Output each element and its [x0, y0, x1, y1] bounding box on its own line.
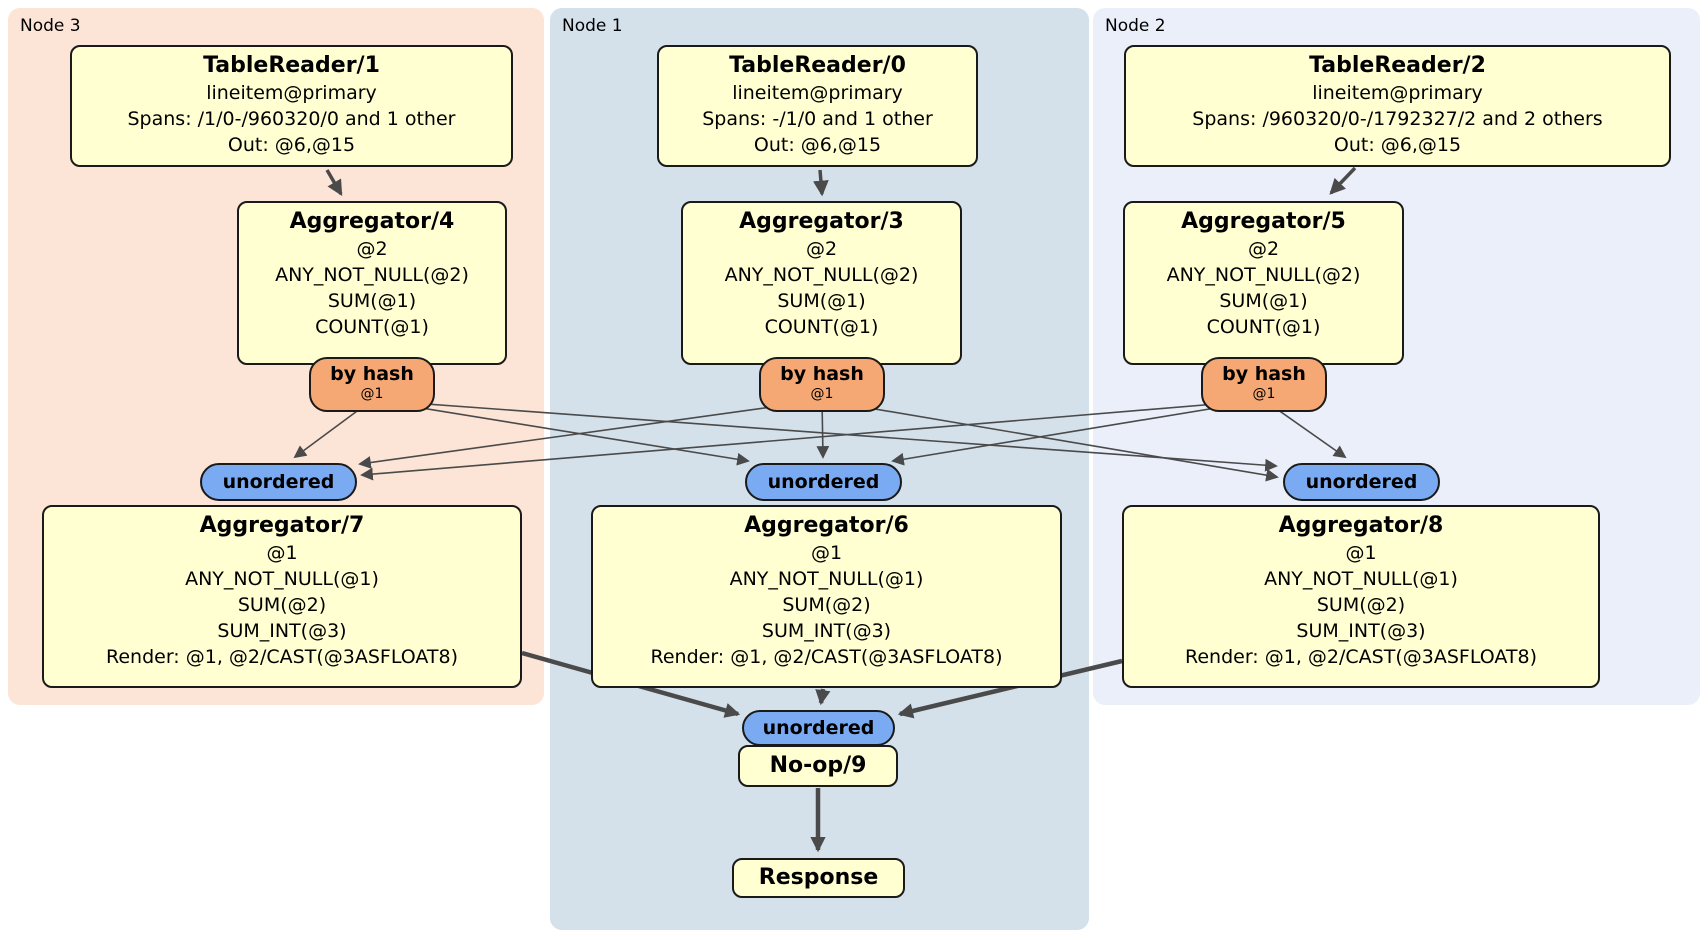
processor-detail-line: SUM(@1)	[327, 290, 417, 312]
processor-detail-line: SUM_INT(@3)	[1296, 620, 1426, 642]
router-by-hash-node3: by hash @1	[309, 357, 435, 412]
processor-title: TableReader/2	[1309, 53, 1486, 78]
processor-detail-line: COUNT(@1)	[315, 316, 429, 338]
processor-spans-line: Spans: /960320/0-/1792327/2 and 2 others	[1192, 108, 1603, 130]
processor-detail-line: @2	[1247, 238, 1280, 260]
node-group-1-label: Node 1	[562, 16, 623, 36]
processor-detail-line: @1	[1345, 542, 1377, 564]
by-hash-label: by hash	[780, 363, 864, 385]
processor-title: TableReader/0	[729, 53, 906, 78]
processor-detail-line: @1	[810, 542, 843, 564]
processor-detail-line: SUM(@2)	[1316, 594, 1406, 616]
processor-title: TableReader/1	[203, 53, 380, 78]
processor-aggregator-3: Aggregator/3 @2 ANY_NOT_NULL(@2) SUM(@1)…	[681, 201, 962, 365]
router-by-hash-node1: by hash @1	[759, 357, 885, 412]
by-hash-label: by hash	[330, 363, 414, 385]
processor-title: Aggregator/4	[289, 209, 455, 234]
by-hash-key: @1	[1252, 386, 1276, 402]
processor-detail-line: SUM(@1)	[1219, 290, 1308, 312]
sync-unordered-node1: unordered	[745, 463, 902, 501]
processor-aggregator-7: Aggregator/7 @1 ANY_NOT_NULL(@1) SUM(@2)…	[42, 505, 522, 688]
processor-detail-line: SUM_INT(@3)	[217, 620, 347, 642]
sync-unordered-final: unordered	[742, 710, 895, 746]
processor-detail-line: ANY_NOT_NULL(@1)	[729, 568, 924, 590]
sync-unordered-node2: unordered	[1283, 463, 1440, 501]
processor-detail-line: @2	[356, 238, 388, 260]
processor-title: Aggregator/7	[199, 513, 365, 538]
processor-out-line: Out: @6,@15	[1333, 134, 1462, 156]
processor-detail-line: @2	[805, 238, 838, 260]
processor-detail-line: ANY_NOT_NULL(@1)	[1264, 568, 1458, 590]
processor-index-line: lineitem@primary	[206, 82, 377, 104]
processor-title: Aggregator/5	[1181, 209, 1346, 234]
sync-unordered-node3: unordered	[200, 463, 357, 501]
processor-index-line: lineitem@primary	[732, 82, 903, 104]
processor-tablereader-2: TableReader/2 lineitem@primary Spans: /9…	[1124, 45, 1671, 167]
processor-detail-line: SUM_INT(@3)	[761, 620, 892, 642]
by-hash-key: @1	[810, 386, 834, 402]
processor-detail-line: COUNT(@1)	[1206, 316, 1321, 338]
processor-detail-line: ANY_NOT_NULL(@1)	[185, 568, 379, 590]
processor-index-line: lineitem@primary	[1312, 82, 1483, 104]
processor-detail-line: Render: @1, @2/CAST(@3ASFLOAT8)	[106, 646, 458, 668]
processor-detail-line: Render: @1, @2/CAST(@3ASFLOAT8)	[650, 646, 1003, 668]
processor-detail-line: ANY_NOT_NULL(@2)	[1166, 264, 1361, 286]
processor-title: Aggregator/6	[744, 513, 909, 538]
edge-hash-to-unordered	[293, 399, 1347, 482]
processor-spans-line: Spans: /1/0-/960320/0 and 1 other	[127, 108, 456, 130]
response-node: Response	[732, 858, 905, 898]
edge-tablereader-to-aggregator	[325, 166, 1357, 197]
processor-title: Aggregator/8	[1278, 513, 1444, 538]
node-group-3-label: Node 3	[20, 16, 81, 36]
processor-out-line: Out: @6,@15	[227, 134, 356, 156]
by-hash-key: @1	[360, 386, 384, 402]
processor-aggregator-8: Aggregator/8 @1 ANY_NOT_NULL(@1) SUM(@2)…	[1122, 505, 1600, 688]
processor-noop-9: No-op/9	[738, 745, 898, 787]
processor-detail-line: ANY_NOT_NULL(@2)	[275, 264, 469, 286]
processor-aggregator-5: Aggregator/5 @2 ANY_NOT_NULL(@2) SUM(@1)…	[1123, 201, 1404, 365]
processor-detail-line: SUM(@2)	[782, 594, 871, 616]
processor-aggregator-4: Aggregator/4 @2 ANY_NOT_NULL(@2) SUM(@1)…	[237, 201, 507, 365]
processor-out-line: Out: @6,@15	[753, 134, 882, 156]
processor-detail-line: SUM(@2)	[237, 594, 327, 616]
processor-detail-line: SUM(@1)	[777, 290, 866, 312]
by-hash-label: by hash	[1222, 363, 1306, 385]
processor-detail-line: Render: @1, @2/CAST(@3ASFLOAT8)	[1185, 646, 1537, 668]
processor-title: Aggregator/3	[739, 209, 904, 234]
processor-tablereader-1: TableReader/1 lineitem@primary Spans: /1…	[70, 45, 513, 167]
processor-detail-line: ANY_NOT_NULL(@2)	[724, 264, 919, 286]
processor-tablereader-0: TableReader/0 lineitem@primary Spans: -/…	[657, 45, 978, 167]
processor-detail-line: COUNT(@1)	[764, 316, 879, 338]
router-by-hash-node2: by hash @1	[1201, 357, 1327, 412]
processor-aggregator-6: Aggregator/6 @1 ANY_NOT_NULL(@1) SUM(@2)…	[591, 505, 1062, 688]
processor-detail-line: @1	[266, 542, 298, 564]
processor-spans-line: Spans: -/1/0 and 1 other	[702, 108, 933, 130]
node-group-2-label: Node 2	[1105, 16, 1166, 36]
